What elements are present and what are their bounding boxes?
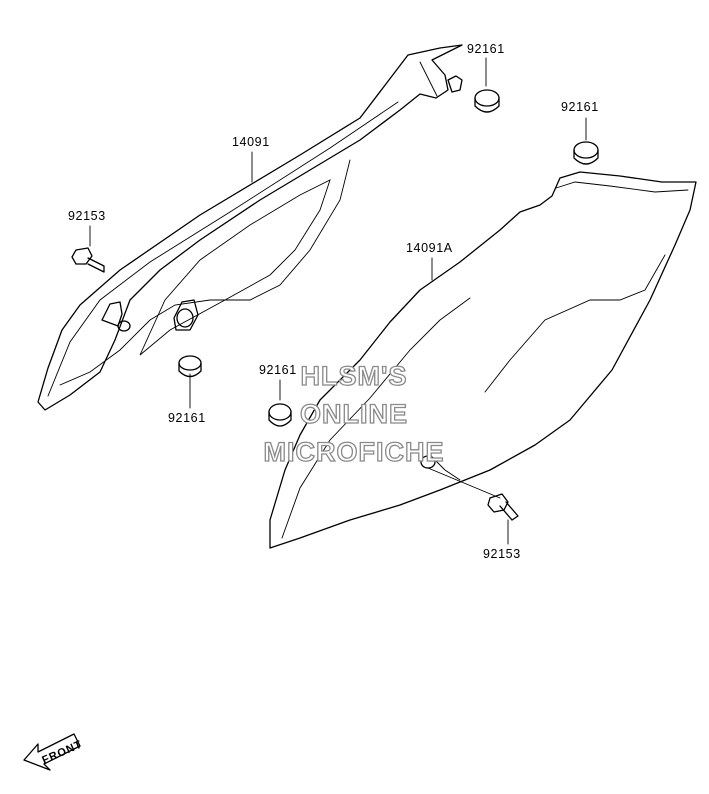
side-cover-right[interactable] (269, 171, 697, 549)
bolt-92153-a[interactable] (71, 247, 105, 273)
front-arrow-icon: FRONT (23, 733, 84, 771)
grommet-92161-c[interactable] (178, 355, 202, 378)
part-label-92161-c[interactable]: 92161 (561, 100, 599, 114)
watermark: HLSM'S ONLINE MICROFICHE (263, 360, 445, 467)
watermark-line-1: HLSM'S (301, 361, 408, 391)
watermark-line-3: MICROFICHE (264, 437, 445, 467)
grommet-92161-a[interactable] (474, 89, 500, 113)
part-label-92161-d[interactable]: 92161 (259, 363, 297, 377)
part-label-92153-b[interactable]: 92153 (483, 547, 521, 561)
grommet-92161-d[interactable] (268, 403, 292, 427)
left-grommet-mount (101, 75, 463, 332)
leader-lines (89, 57, 587, 545)
part-label-14091[interactable]: 14091 (232, 135, 270, 149)
part-label-92161-b[interactable]: 92161 (168, 411, 206, 425)
part-label-92161-a[interactable]: 92161 (467, 42, 505, 56)
front-label: FRONT (40, 738, 84, 766)
watermark-line-2: ONLINE (300, 399, 408, 429)
side-cover-left[interactable] (37, 44, 463, 411)
part-label-92153-a[interactable]: 92153 (68, 209, 106, 223)
grommet-92161-b[interactable] (573, 141, 599, 165)
bolt-92153-b[interactable] (487, 493, 519, 521)
part-label-14091a[interactable]: 14091A (406, 241, 453, 255)
